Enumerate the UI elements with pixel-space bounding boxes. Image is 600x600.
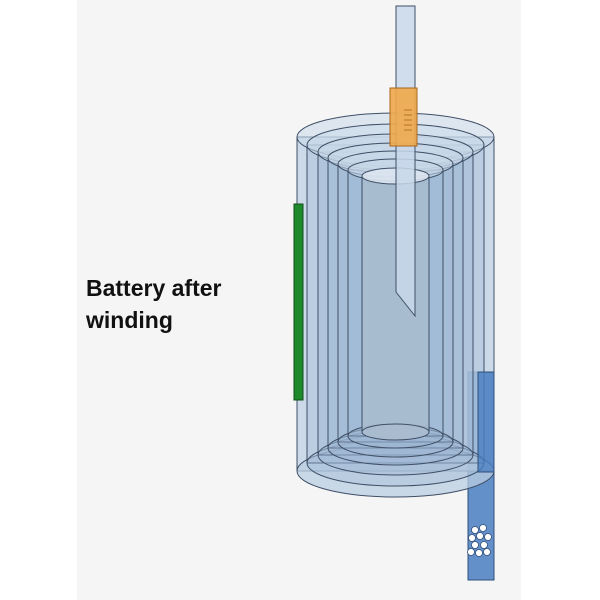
caption-line-1: Battery after xyxy=(86,275,222,301)
positive-tab-weld-marks xyxy=(404,109,412,131)
caption: Battery after winding xyxy=(86,272,222,336)
caption-line-2: winding xyxy=(86,307,173,333)
side-strip xyxy=(293,203,304,401)
central-core xyxy=(361,175,430,441)
positive-tab xyxy=(389,5,418,318)
weld-dots xyxy=(467,524,492,557)
negative-tab-front xyxy=(477,371,495,473)
